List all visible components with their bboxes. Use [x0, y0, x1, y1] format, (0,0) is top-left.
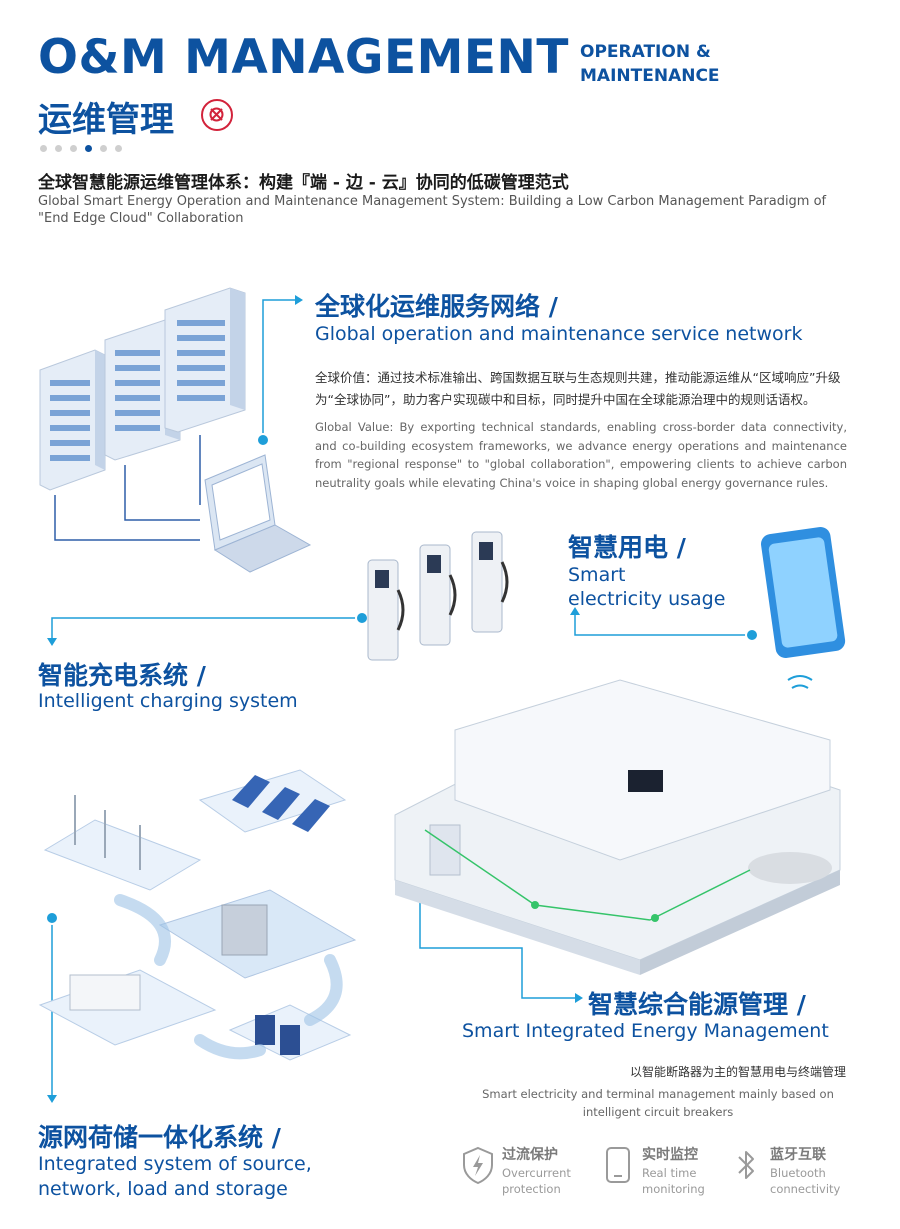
source-grid-title-cn: 源网荷储一体化系统 /: [38, 1123, 281, 1152]
page-title-cn: 运维管理: [38, 100, 174, 140]
node-dot: [45, 911, 59, 925]
feature-monitoring: 实时监控 Real time monitoring: [600, 1145, 722, 1197]
global-network-title-en: Global operation and maintenance service…: [315, 323, 803, 345]
overcurrent-protection-icon: [463, 1146, 493, 1185]
smartphone-illustration: [761, 527, 846, 689]
arrow-right: [295, 295, 303, 305]
node-dot: [256, 433, 270, 447]
integrated-energy-desc-en: Smart electricity and terminal managemen…: [482, 1087, 834, 1119]
smart-electricity-title-cn: 智慧用电 /: [568, 533, 686, 562]
global-network-body-cn: 全球价值：通过技术标准输出、跨国数据互联与生态规则共建，推动能源运维从“区域响应…: [315, 370, 841, 407]
smart-home-illustration: [394, 679, 841, 975]
page-subtitle-line2: MAINTENANCE: [580, 66, 720, 86]
page-subtitle-line1: OPERATION &: [580, 42, 711, 62]
feature-monitoring-cn: 实时监控: [642, 1147, 698, 1163]
page-dot[interactable]: [100, 145, 107, 152]
connector-charging: [51, 617, 362, 638]
integrated-energy-title-en: Smart Integrated Energy Management: [462, 1020, 829, 1042]
feature-bluetooth-en: Bluetooth connectivity: [770, 1166, 841, 1196]
connector-integrated: [419, 875, 575, 999]
feature-bluetooth: 蓝牙互联 Bluetooth connectivity: [728, 1145, 850, 1197]
feature-monitoring-en: Real time monitoring: [642, 1166, 705, 1196]
charging-title-cn: 智能充电系统 /: [38, 661, 206, 690]
energy-system-illustration: [38, 769, 357, 1061]
feature-overcurrent-en: Overcurrent protection: [502, 1166, 571, 1196]
brand-logo-icon: [201, 99, 233, 131]
laptop-illustration: [204, 454, 312, 573]
system-title-en: Global Smart Energy Operation and Mainte…: [38, 194, 827, 226]
page-subtitle: OPERATION & MAINTENANCE: [580, 40, 720, 88]
page-title-en: O&M MANAGEMENT: [38, 30, 569, 85]
charging-title-en: Intelligent charging system: [38, 690, 298, 712]
smart-electricity-title-en-line2: electricity usage: [568, 588, 726, 610]
node-dot: [745, 628, 759, 642]
page-dot[interactable]: [40, 145, 47, 152]
source-grid-title-en-line1: Integrated system of source,: [38, 1153, 312, 1175]
source-grid-title-en: Integrated system of source, network, lo…: [38, 1152, 312, 1202]
integrated-energy-desc-cn: 以智能断路器为主的智慧用电与终端管理: [629, 1065, 846, 1079]
realtime-monitoring-icon: [606, 1147, 630, 1183]
charging-stations-illustration: [367, 531, 509, 661]
smart-electricity-title-en-line1: Smart: [568, 564, 626, 586]
global-network-body-en: Global Value: By exporting technical sta…: [315, 420, 847, 490]
arrow-right: [575, 993, 583, 1003]
feature-overcurrent: 过流保护 Overcurrent protection: [460, 1145, 582, 1197]
feature-bluetooth-cn: 蓝牙互联: [770, 1147, 826, 1163]
server-racks-illustration: [39, 287, 312, 573]
arrow-down: [47, 1095, 57, 1103]
node-dot: [355, 611, 369, 625]
page-indicator: [40, 145, 122, 152]
page-dot[interactable]: [115, 145, 122, 152]
page-dot-active[interactable]: [85, 145, 92, 152]
feature-overcurrent-cn: 过流保护: [502, 1147, 558, 1163]
page-dot[interactable]: [55, 145, 62, 152]
system-title-cn: 全球智慧能源运维管理体系：构建『端 - 边 - 云』协同的低碳管理范式: [38, 173, 569, 193]
global-network-title-cn: 全球化运维服务网络 /: [315, 292, 558, 321]
bluetooth-icon: [738, 1151, 754, 1179]
arrow-down: [47, 638, 57, 646]
connector-global: [262, 299, 295, 440]
page-dot[interactable]: [70, 145, 77, 152]
integrated-energy-title-cn: 智慧综合能源管理 /: [588, 990, 806, 1019]
smart-electricity-title-en: Smart electricity usage: [568, 563, 725, 611]
connector-smart: [574, 615, 752, 636]
arrow-up: [570, 607, 580, 615]
source-grid-title-en-line2: network, load and storage: [38, 1178, 288, 1200]
brand-logo-mark: [209, 107, 224, 122]
